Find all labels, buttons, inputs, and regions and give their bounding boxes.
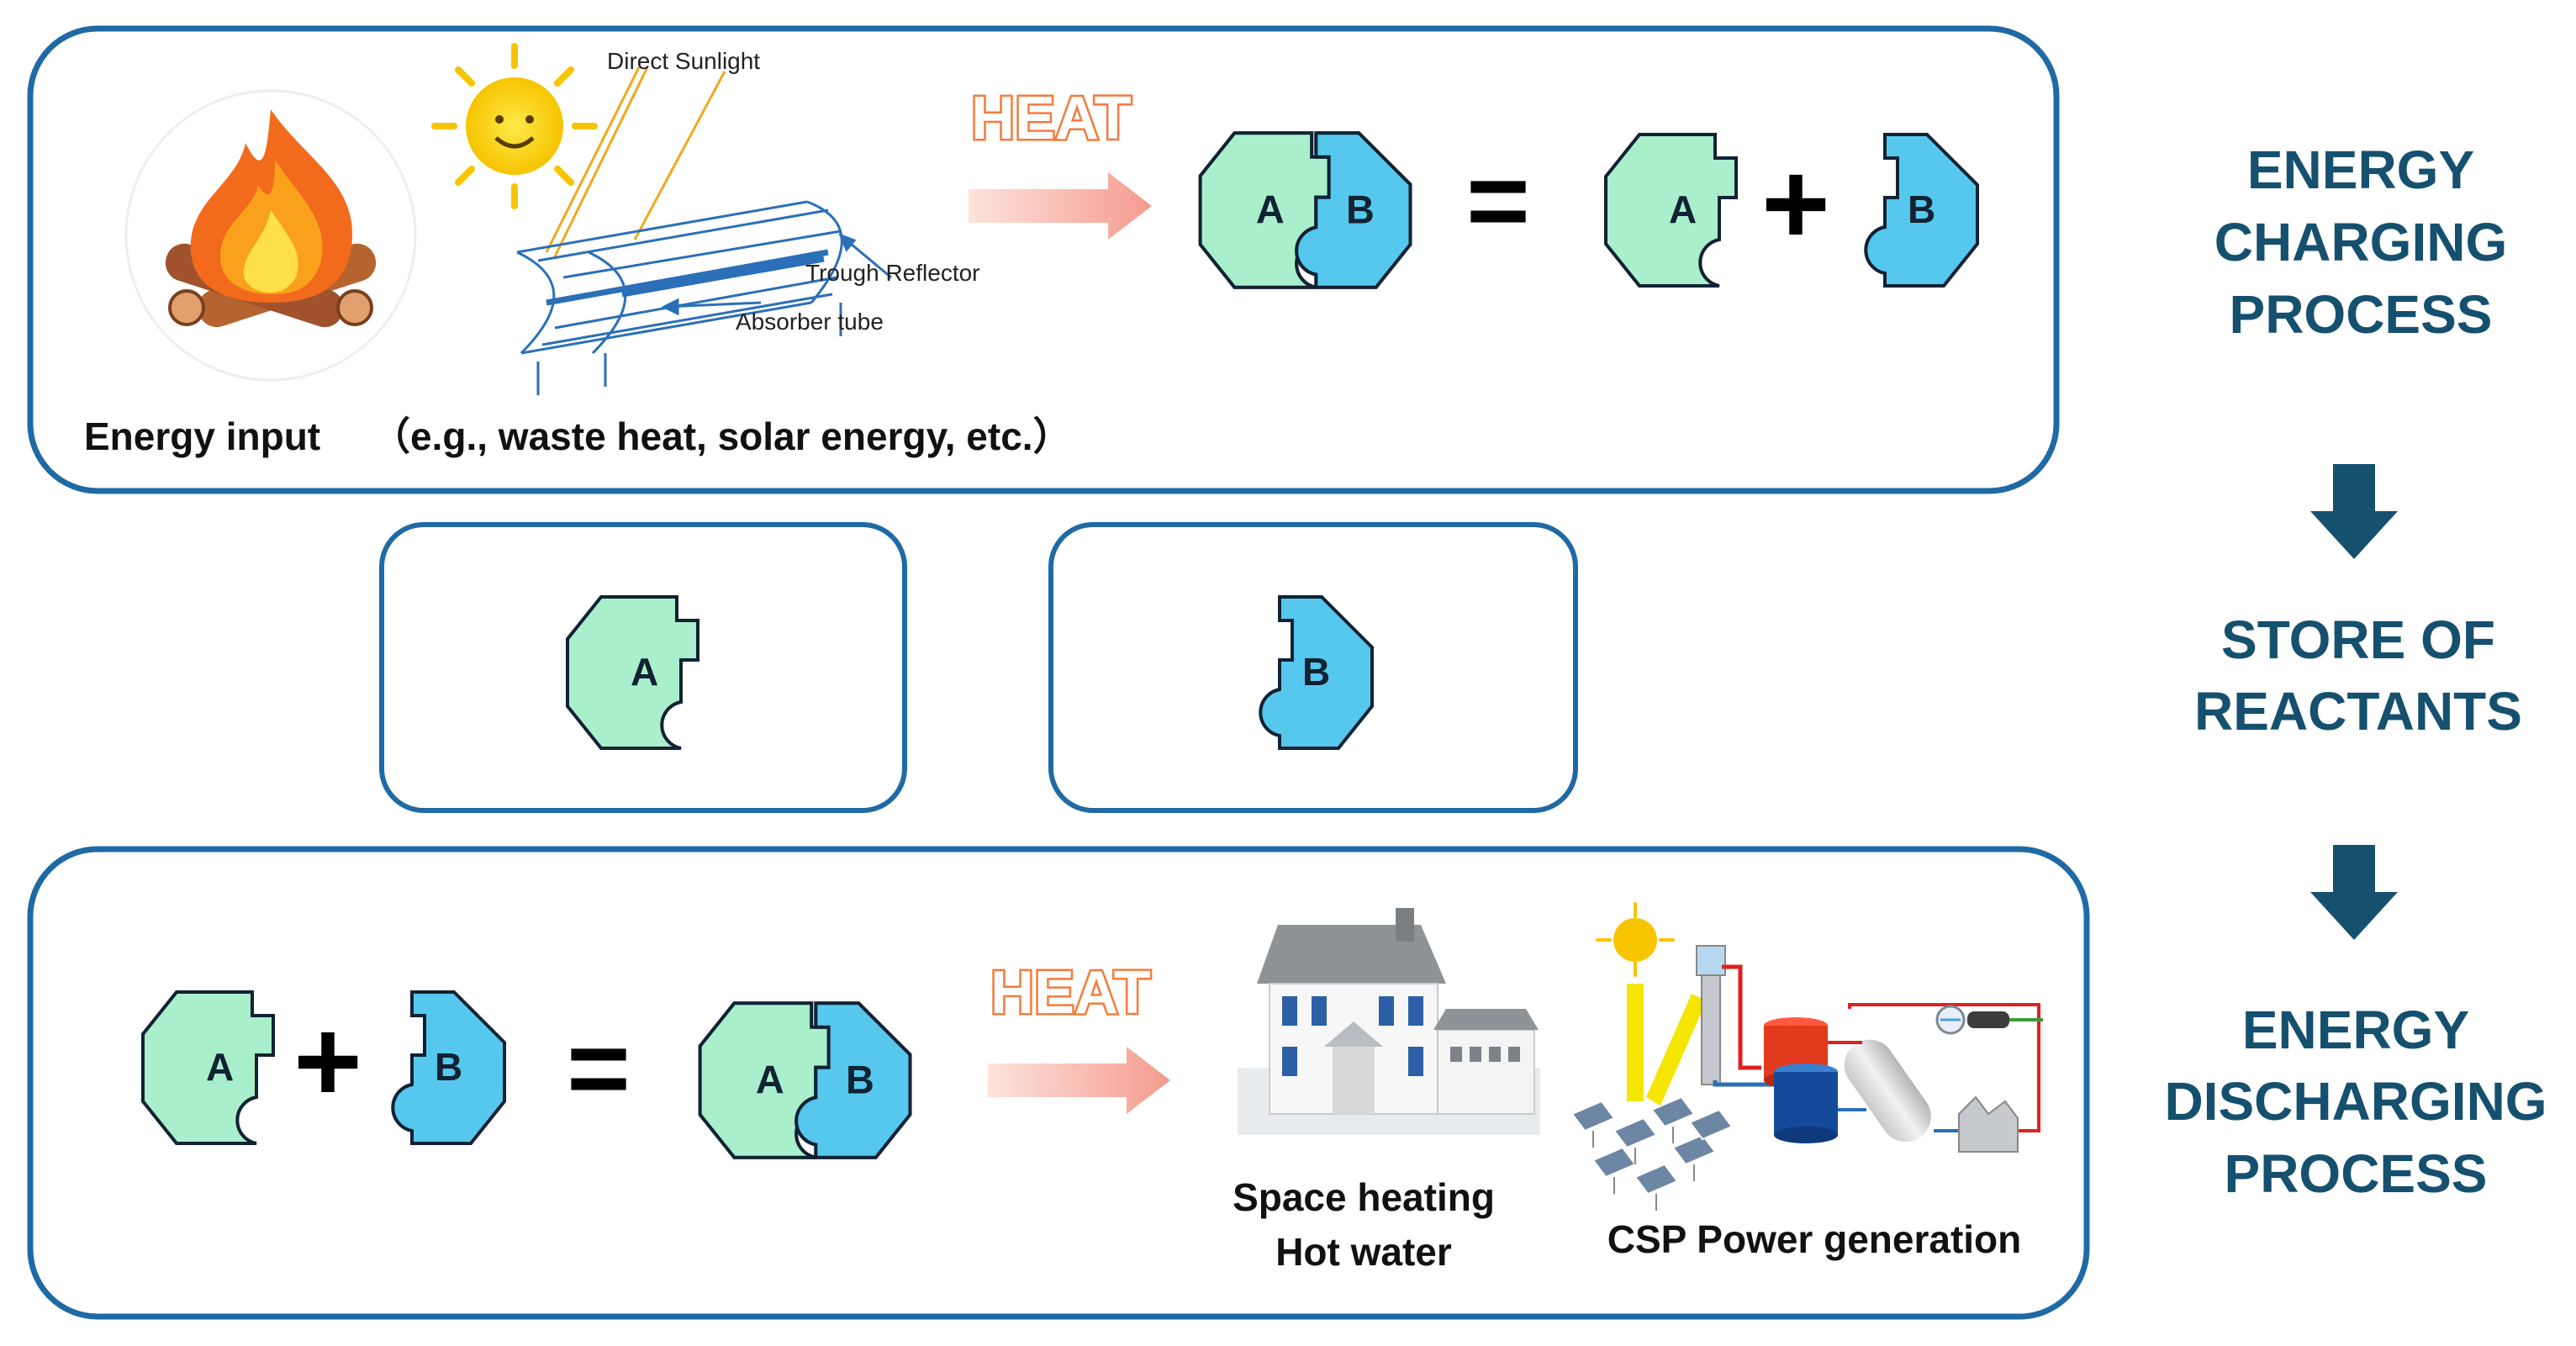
energy-input-label: Energy input xyxy=(84,414,320,458)
side-charging-line-3: PROCESS xyxy=(2230,284,2493,345)
charging-box xyxy=(27,25,2060,494)
side-store-line-2: REACTANTS xyxy=(2194,681,2522,742)
trough-reflector-label: Trough Reflector xyxy=(805,260,980,286)
heat-label-discharging: HEAT xyxy=(990,959,1151,1027)
sun-icon xyxy=(431,43,598,209)
combined-ab-piece-discharging: A B xyxy=(700,1003,911,1158)
heat-arrow-icon xyxy=(969,172,1152,240)
equals-sign-charging: = xyxy=(1466,139,1530,261)
storage-box-b xyxy=(1048,522,1578,813)
side-store-title: STORE OF REACTANTS xyxy=(2194,610,2522,742)
absorber-tube-label: Absorber tube xyxy=(736,309,884,335)
plus-sign-charging: + xyxy=(1761,137,1830,269)
heat-arrow-icon xyxy=(988,1047,1170,1114)
piece-a-discharging: A xyxy=(141,990,275,1145)
equals-sign-discharging: = xyxy=(567,1006,631,1129)
csp-label: CSP Power generation xyxy=(1607,1217,2022,1261)
piece-b-letter: B xyxy=(1908,187,1935,231)
combined-ab-piece: A B xyxy=(1201,133,1411,288)
heat-label-charging: HEAT xyxy=(971,85,1132,152)
hot-water-label: Hot water xyxy=(1275,1230,1452,1274)
piece-b-letter: B xyxy=(1346,187,1375,231)
piece-a-letter: A xyxy=(206,1045,234,1089)
down-arrow-icon xyxy=(2310,845,2398,940)
piece-b-charging: B xyxy=(1864,133,1979,288)
piece-a-letter: A xyxy=(631,650,658,694)
piece-a-letter: A xyxy=(1669,187,1697,231)
trough-reflector-icon: Direct Sunlight Trough Reflector Absorbe… xyxy=(516,48,980,395)
down-arrow-icon xyxy=(2310,464,2398,559)
side-charging-line-2: CHARGING xyxy=(2214,212,2507,272)
storage-box-a xyxy=(379,522,907,813)
piece-b-letter: B xyxy=(1302,650,1330,694)
plus-sign-discharging: + xyxy=(293,995,362,1127)
piece-b-discharging: B xyxy=(391,990,506,1145)
piece-a-letter: A xyxy=(1256,187,1285,231)
stored-piece-b: B xyxy=(1259,595,1374,750)
piece-a-letter: A xyxy=(756,1058,784,1101)
csp-plant-icon xyxy=(1570,902,2043,1211)
side-store-line-1: STORE OF xyxy=(2221,610,2495,670)
house-icon xyxy=(1238,908,1540,1135)
side-discharging-title: ENERGY DISCHARGING PROCESS xyxy=(2164,1000,2547,1204)
side-discharging-line-1: ENERGY xyxy=(2242,1000,2469,1060)
side-discharging-line-2: DISCHARGING xyxy=(2164,1071,2547,1132)
space-heating-label: Space heating xyxy=(1233,1175,1495,1219)
energy-examples-label: （e.g., waste heat, solar energy, etc.） xyxy=(372,414,1072,458)
side-discharging-line-3: PROCESS xyxy=(2225,1143,2488,1204)
piece-a-charging: A xyxy=(1604,133,1738,288)
side-charging-title: ENERGY CHARGING PROCESS xyxy=(2214,140,2507,345)
fire-icon xyxy=(124,89,417,382)
side-charging-line-1: ENERGY xyxy=(2247,140,2474,200)
discharging-box xyxy=(27,846,2090,1320)
direct-sunlight-label: Direct Sunlight xyxy=(607,48,760,74)
piece-b-letter: B xyxy=(435,1045,462,1089)
stored-piece-a: A xyxy=(566,595,699,750)
piece-b-letter: B xyxy=(846,1058,874,1101)
